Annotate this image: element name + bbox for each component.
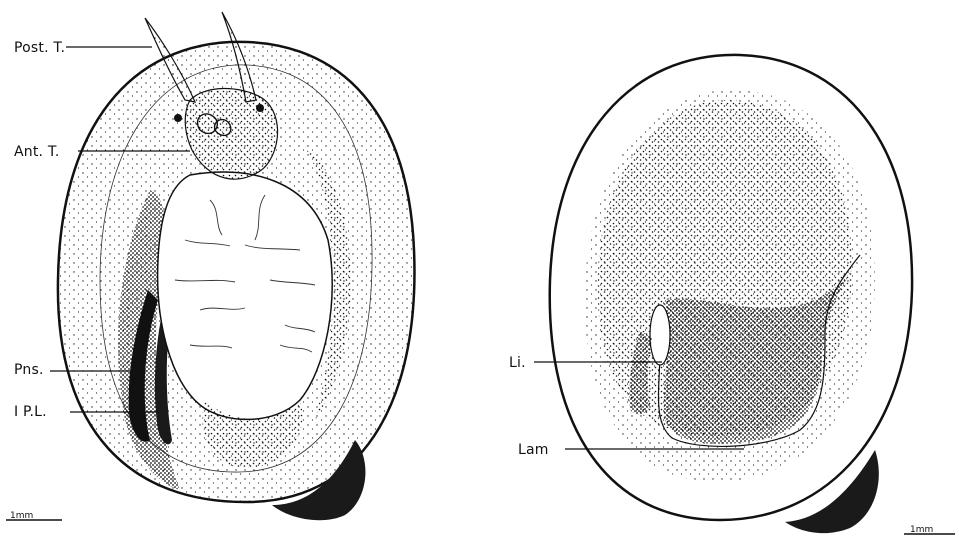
eye-right [256, 104, 264, 112]
label-pns: Pns. [14, 362, 44, 378]
label-post-t: Post. T. [14, 40, 65, 56]
left-specimen [58, 12, 415, 520]
right-scale-bar: 1mm [904, 525, 955, 535]
lip-oval [650, 305, 670, 365]
eye-left [174, 114, 182, 122]
foot-region [158, 172, 333, 419]
label-lam: Lam [518, 442, 549, 458]
right-specimen [550, 55, 912, 533]
label-ipl: I P.L. [14, 404, 47, 420]
label-li: Li. [509, 355, 526, 371]
left-scale-bar: 1mm [6, 511, 62, 521]
label-ant-t: Ant. T. [14, 144, 60, 160]
